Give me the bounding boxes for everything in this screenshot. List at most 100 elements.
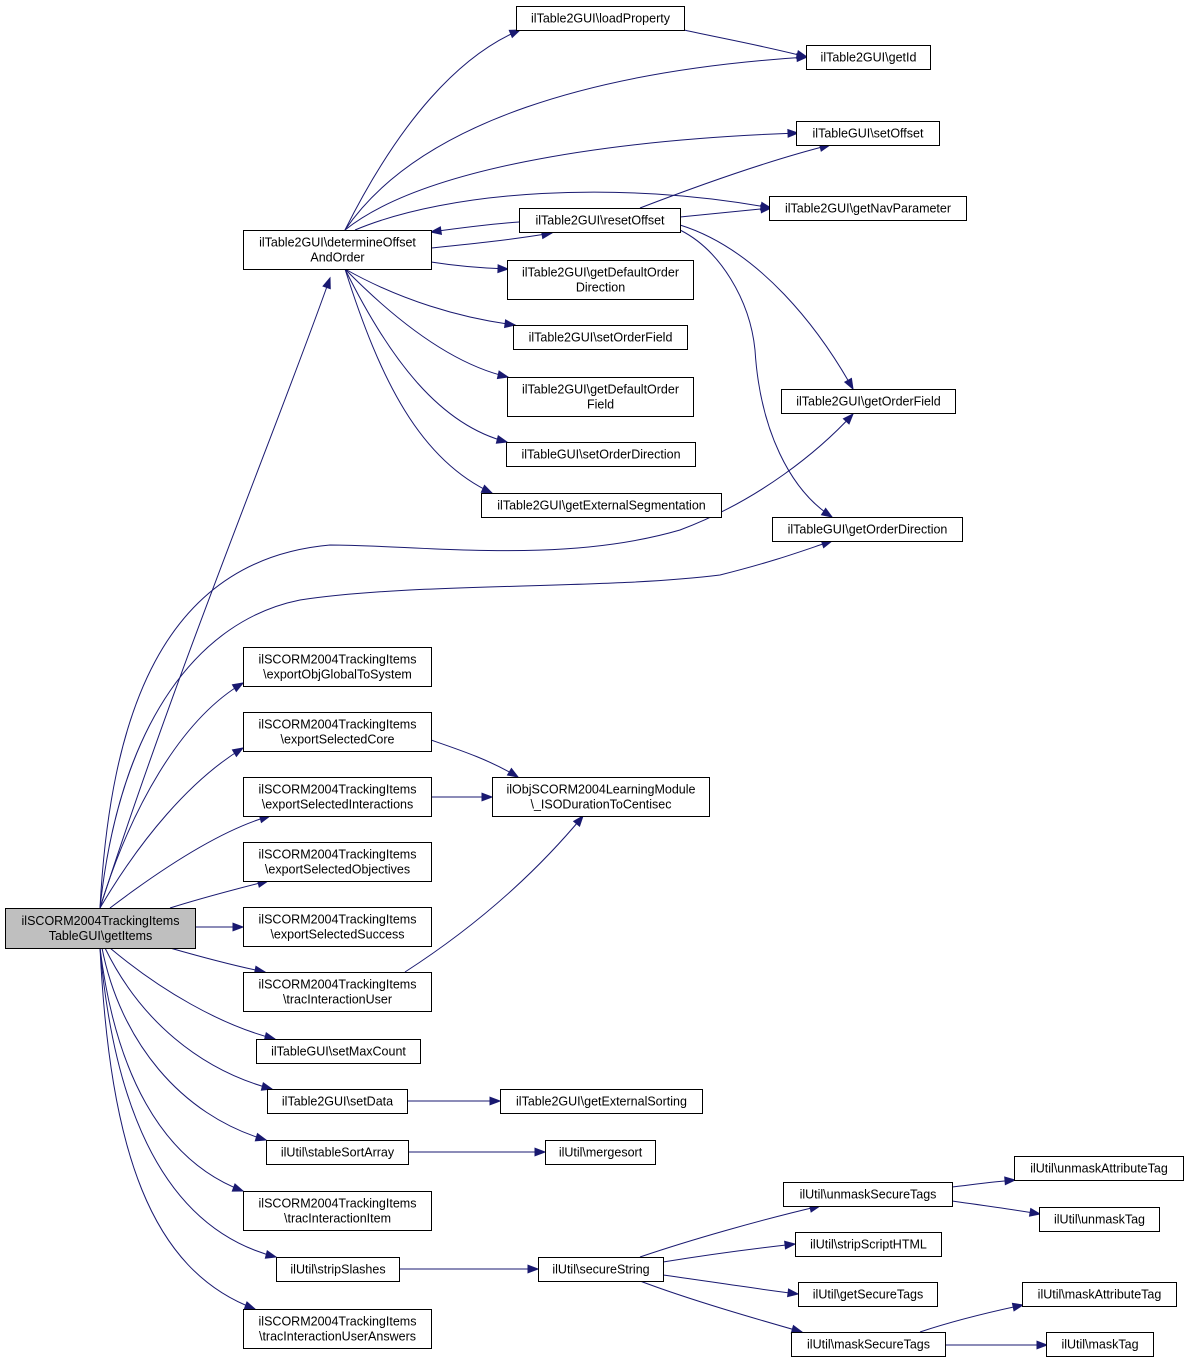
node-setOrderField[interactable]: ilTable2GUI\setOrderField bbox=[513, 325, 688, 350]
node-tracUser[interactable]: ilSCORM2004TrackingItems\tracInteraction… bbox=[243, 972, 432, 1012]
node-exportInteractions[interactable]: ilSCORM2004TrackingItems\exportSelectedI… bbox=[243, 777, 432, 817]
node-label: ilUtil\stripSlashes bbox=[290, 1263, 385, 1277]
node-maskTag[interactable]: ilUtil\maskTag bbox=[1046, 1332, 1154, 1357]
node-resetOffset[interactable]: ilTable2GUI\resetOffset bbox=[519, 208, 681, 233]
node-label: ilSCORM2004TrackingItems bbox=[259, 1315, 417, 1329]
arrowhead-secureString-to-maskSecureTags bbox=[790, 1324, 804, 1334]
node-box bbox=[492, 777, 710, 817]
node-tracUserAnswers[interactable]: ilSCORM2004TrackingItems\tracInteraction… bbox=[243, 1309, 432, 1349]
node-unmaskAttributeTag[interactable]: ilUtil\unmaskAttributeTag bbox=[1014, 1156, 1184, 1181]
node-maskSecureTags[interactable]: ilUtil\maskSecureTags bbox=[791, 1332, 946, 1357]
node-label: ilUtil\secureString bbox=[552, 1263, 649, 1277]
node-box bbox=[1022, 1282, 1177, 1307]
node-label: ilTableGUI\setOrderDirection bbox=[521, 448, 680, 462]
node-setData[interactable]: ilTable2GUI\setData bbox=[267, 1089, 408, 1114]
node-getOrderDirection[interactable]: ilTableGUI\getOrderDirection bbox=[772, 517, 963, 542]
node-box bbox=[267, 1089, 408, 1114]
node-box bbox=[5, 908, 196, 949]
node-unmaskSecureTags[interactable]: ilUtil\unmaskSecureTags bbox=[783, 1182, 953, 1207]
node-box bbox=[507, 377, 694, 417]
node-isoDuration[interactable]: ilObjSCORM2004LearningModule\_ISODuratio… bbox=[492, 777, 710, 817]
node-label: \exportObjGlobalToSystem bbox=[263, 668, 412, 682]
node-label: Direction bbox=[576, 281, 625, 295]
node-label: ilSCORM2004TrackingItems bbox=[259, 653, 417, 667]
node-exportObjectives[interactable]: ilSCORM2004TrackingItems\exportSelectedO… bbox=[243, 842, 432, 882]
arrowhead-exportCore-to-isoDuration bbox=[506, 767, 520, 778]
node-getNavParameter[interactable]: ilTable2GUI\getNavParameter bbox=[769, 196, 967, 221]
node-getOrderField[interactable]: ilTable2GUI\getOrderField bbox=[781, 389, 956, 414]
node-label: ilTable2GUI\getDefaultOrder bbox=[522, 383, 679, 397]
edge-secureString-to-unmaskSecureTags bbox=[639, 1205, 821, 1258]
node-label: ilUtil\unmaskAttributeTag bbox=[1030, 1162, 1168, 1176]
node-label: ilUtil\unmaskTag bbox=[1054, 1213, 1145, 1227]
node-getSecureTags[interactable]: ilUtil\getSecureTags bbox=[798, 1282, 938, 1307]
node-setOffset[interactable]: ilTableGUI\setOffset bbox=[796, 121, 940, 146]
node-label: ilTable2GUI\getOrderField bbox=[796, 395, 941, 409]
edge-determine-to-getExternalSegmentation bbox=[344, 268, 493, 494]
node-box bbox=[798, 1282, 938, 1307]
node-stableSort[interactable]: ilUtil\stableSortArray bbox=[266, 1140, 409, 1165]
node-setOrderDirection[interactable]: ilTableGUI\setOrderDirection bbox=[506, 442, 696, 467]
node-secureString[interactable]: ilUtil\secureString bbox=[538, 1257, 664, 1282]
node-label: ilUtil\maskAttributeTag bbox=[1038, 1288, 1162, 1302]
node-box bbox=[516, 6, 685, 31]
arrowhead-maskSecureTags-to-maskAttributeTag bbox=[1011, 1302, 1025, 1312]
node-label: ilTable2GUI\setOrderField bbox=[529, 331, 673, 345]
node-getId[interactable]: ilTable2GUI\getId bbox=[806, 45, 931, 70]
node-maskAttributeTag[interactable]: ilUtil\maskAttributeTag bbox=[1022, 1282, 1177, 1307]
edge-exportCore-to-isoDuration bbox=[430, 739, 519, 778]
arrowhead-root-to-determine bbox=[322, 276, 331, 290]
edge-maskSecureTags-to-maskAttributeTag bbox=[919, 1304, 1024, 1333]
node-exportSuccess[interactable]: ilSCORM2004TrackingItems\exportSelectedS… bbox=[243, 907, 432, 947]
node-label: ilTable2GUI\getExternalSegmentation bbox=[497, 499, 706, 513]
arrowhead-resetOffset-to-determine bbox=[429, 226, 443, 236]
edge-loadProperty-to-getId bbox=[683, 29, 808, 58]
node-label: ilSCORM2004TrackingItems bbox=[259, 848, 417, 862]
node-box bbox=[1046, 1332, 1154, 1357]
node-loadProperty[interactable]: ilTable2GUI\loadProperty bbox=[516, 6, 685, 31]
graph-nodes: ilSCORM2004TrackingItemsTableGUI\getItem… bbox=[5, 6, 1184, 1357]
edge-root-to-exportObjectives bbox=[169, 880, 269, 909]
node-stripScriptHTML[interactable]: ilUtil\stripScriptHTML bbox=[795, 1232, 942, 1257]
arrowhead-determine-to-getDefaultOrderField bbox=[496, 370, 510, 380]
arrowhead-maskSecureTags-to-maskTag bbox=[1036, 1340, 1049, 1350]
node-exportObjGlobal[interactable]: ilSCORM2004TrackingItems\exportObjGlobal… bbox=[243, 647, 432, 687]
node-stripSlashes[interactable]: ilUtil\stripSlashes bbox=[276, 1257, 400, 1282]
arrowhead-root-to-stableSort bbox=[254, 1132, 268, 1142]
node-label: ilUtil\maskTag bbox=[1061, 1338, 1138, 1352]
node-label: ilTableGUI\getOrderDirection bbox=[788, 523, 948, 537]
arrowhead-root-to-exportObjGlobal bbox=[231, 682, 245, 693]
node-box bbox=[769, 196, 967, 221]
node-label: ilTable2GUI\getExternalSorting bbox=[516, 1095, 687, 1109]
node-label: \exportSelectedObjectives bbox=[265, 863, 410, 877]
edge-determine-to-getId bbox=[344, 56, 808, 231]
edge-secureString-to-maskSecureTags bbox=[639, 1280, 803, 1333]
node-setMaxCount[interactable]: ilTableGUI\setMaxCount bbox=[256, 1039, 421, 1064]
node-getExternalSegmentation[interactable]: ilTable2GUI\getExternalSegmentation bbox=[481, 493, 722, 518]
edge-tracUser-to-isoDuration bbox=[404, 815, 584, 973]
node-mergesort[interactable]: ilUtil\mergesort bbox=[545, 1140, 656, 1165]
edge-resetOffset-to-determine bbox=[430, 221, 520, 233]
arrowhead-root-to-setData bbox=[260, 1081, 274, 1091]
arrowhead-root-to-tracItem bbox=[231, 1183, 245, 1192]
arrowhead-secureString-to-getSecureTags bbox=[787, 1288, 800, 1298]
arrowhead-unmaskSecureTags-to-unmaskAttributeTag bbox=[1004, 1176, 1017, 1186]
edge-determine-to-setOrderDirection bbox=[344, 268, 508, 443]
node-root[interactable]: ilSCORM2004TrackingItemsTableGUI\getItem… bbox=[5, 908, 196, 949]
node-unmaskTag[interactable]: ilUtil\unmaskTag bbox=[1039, 1207, 1160, 1232]
node-box bbox=[506, 442, 696, 467]
node-getExternalSorting[interactable]: ilTable2GUI\getExternalSorting bbox=[500, 1089, 703, 1114]
node-tracItem[interactable]: ilSCORM2004TrackingItems\tracInteraction… bbox=[243, 1191, 432, 1231]
edge-determine-to-getDefaultOrderField bbox=[344, 268, 509, 378]
node-label: AndOrder bbox=[310, 251, 364, 265]
node-label: ilSCORM2004TrackingItems bbox=[259, 718, 417, 732]
graph-edges bbox=[99, 29, 1049, 1350]
node-box bbox=[783, 1182, 953, 1207]
node-exportCore[interactable]: ilSCORM2004TrackingItems\exportSelectedC… bbox=[243, 712, 432, 752]
edge-determine-to-loadProperty bbox=[344, 29, 521, 231]
edge-root-to-exportInteractions bbox=[109, 815, 271, 909]
edge-root-to-exportObjGlobal bbox=[99, 682, 244, 909]
